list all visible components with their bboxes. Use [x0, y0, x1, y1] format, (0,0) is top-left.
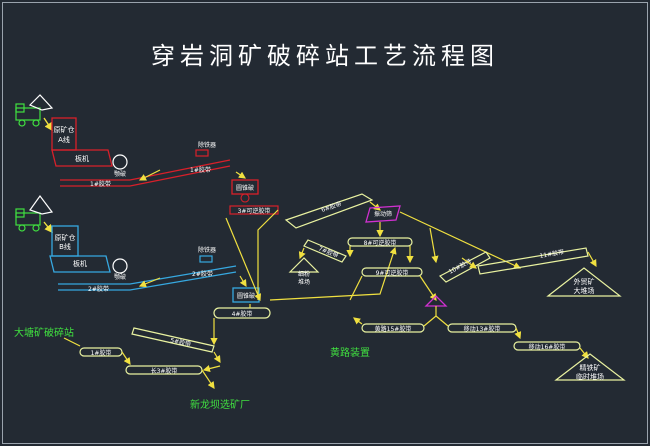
station-label: 大塘矿破碎站 [14, 326, 74, 339]
fine-pile [288, 257, 320, 273]
crusher-b-label: 颚破 [114, 273, 126, 281]
belt-mobile-2-label: 移动16#胶带 [529, 343, 566, 351]
temp-yard-label-2: 临时堆场 [576, 372, 604, 381]
export-yard [546, 267, 622, 297]
belt-15 [361, 323, 425, 333]
export-yard-label: 外贸矿 [574, 277, 595, 286]
belt-11 [477, 247, 589, 275]
cone-crusher-1-label: 圆锥破 [236, 184, 254, 192]
screen-group: 6#胶带 振动筛 [284, 193, 522, 269]
iron-remover-2 [199, 255, 213, 263]
belt-11-label: 11#胶带 [539, 248, 565, 260]
truck-icon-a [15, 103, 41, 127]
feeder-b-label: 板机 [73, 259, 87, 268]
raw-ore-b-label: 原矿仓 [55, 233, 76, 242]
jaw-crusher-b [112, 258, 128, 274]
export-yard-label-2: 大堆场 [574, 286, 595, 295]
temp-yard-label: 精铁矿 [580, 363, 601, 372]
iron-remover-2-label: 除铁器 [198, 246, 216, 254]
belt-mobile-1-label: 移动13#胶带 [464, 325, 501, 333]
belt-9-group: 9#可逆胶带 [349, 267, 437, 301]
feeder-a-label: 板机 [75, 154, 89, 163]
raw-ore-a-label: 原矿仓 [54, 125, 75, 134]
belt-a3-label: 3#可逆胶带 [238, 207, 271, 215]
belt-mobile-2 [513, 341, 581, 351]
mill-label: 新龙坝选矿厂 [190, 398, 250, 411]
fine-pile-label: 细粉 [298, 270, 310, 278]
belt-10-label: 10#胶带 [447, 257, 473, 276]
cone-crusher-2-label: 圆锥破 [237, 292, 255, 300]
belt-9-label: 9#可逆胶带 [376, 269, 409, 277]
belt-4-label: 4#胶带 [232, 310, 253, 318]
left-lower-group: 5#胶带 大塘矿破碎站 1#胶带 长3#胶带 新龙坝选矿厂 [14, 318, 250, 411]
temp-yard [554, 353, 626, 381]
raw-ore-bin-a [51, 117, 77, 151]
feeder-a [51, 149, 113, 167]
export-belts-group: 10#胶带 11#胶带 外贸矿 大堆场 [438, 247, 622, 297]
belt-a1 [60, 159, 231, 181]
vibrating-screen [365, 205, 401, 223]
diagram-title: 穿岩洞矿破碎站工艺流程图 [151, 42, 499, 70]
raw-ore-a-line: A线 [58, 135, 70, 144]
belt-l1-label: 1#胶带 [91, 349, 112, 357]
belt-b2-label: 2#胶带 [88, 285, 109, 293]
belt-15-label: 黄路15#胶带 [375, 325, 412, 333]
belt-4-group: 4#胶带 [213, 209, 397, 319]
vibrating-screen-label: 振动筛 [374, 210, 392, 218]
fine-pile-label-2: 堆场 [298, 278, 310, 286]
belt-a1-label: 1#胶带 [90, 180, 111, 188]
belt-b2 [58, 265, 237, 285]
distributor-chute [424, 295, 448, 307]
lower-right-group: 黄路15#胶带 黄路装置 移动13#胶带 移动16#胶带 精铁矿 临时堆场 [330, 315, 626, 381]
belt-7-label: 7#胶带 [317, 244, 339, 259]
belt-10 [438, 251, 491, 283]
line-a-group: 原矿仓 A线 板机 颚破 1#胶带 除铁器 1#胶带 圆锥破 3#可逆胶带 [15, 94, 279, 215]
feeder-device-label: 黄路装置 [330, 346, 370, 359]
iron-remover-1 [195, 149, 209, 157]
belts-7-8-group: 7#胶带 细粉 堆场 8#可逆胶带 [288, 237, 414, 286]
belt-a1-label-2: 1#胶带 [190, 166, 211, 174]
raw-ore-b-line: B线 [59, 242, 71, 251]
belt-5 [131, 327, 215, 353]
truck-icon-b [15, 208, 41, 232]
feeder-b [49, 255, 111, 273]
belt-7 [303, 239, 347, 263]
belt-l2-label: 长3#胶带 [151, 367, 178, 375]
belt-8-label: 8#可逆胶带 [364, 239, 397, 247]
ore-pile-icon-b [29, 194, 54, 215]
iron-remover-1-label: 除铁器 [198, 141, 216, 149]
belt-6 [284, 193, 374, 229]
jaw-crusher-a [112, 154, 128, 170]
crusher-a-label: 颚破 [114, 170, 126, 178]
belt-9 [361, 267, 423, 277]
belt-4 [213, 307, 271, 319]
ore-pile-icon-a [28, 94, 54, 111]
line-b-group: 原矿仓 B线 板机 颚破 2#胶带 除铁器 2#胶带 圆锥破 [15, 194, 260, 303]
belt-8 [347, 237, 413, 247]
belt-b2-label-2: 2#胶带 [192, 270, 213, 278]
